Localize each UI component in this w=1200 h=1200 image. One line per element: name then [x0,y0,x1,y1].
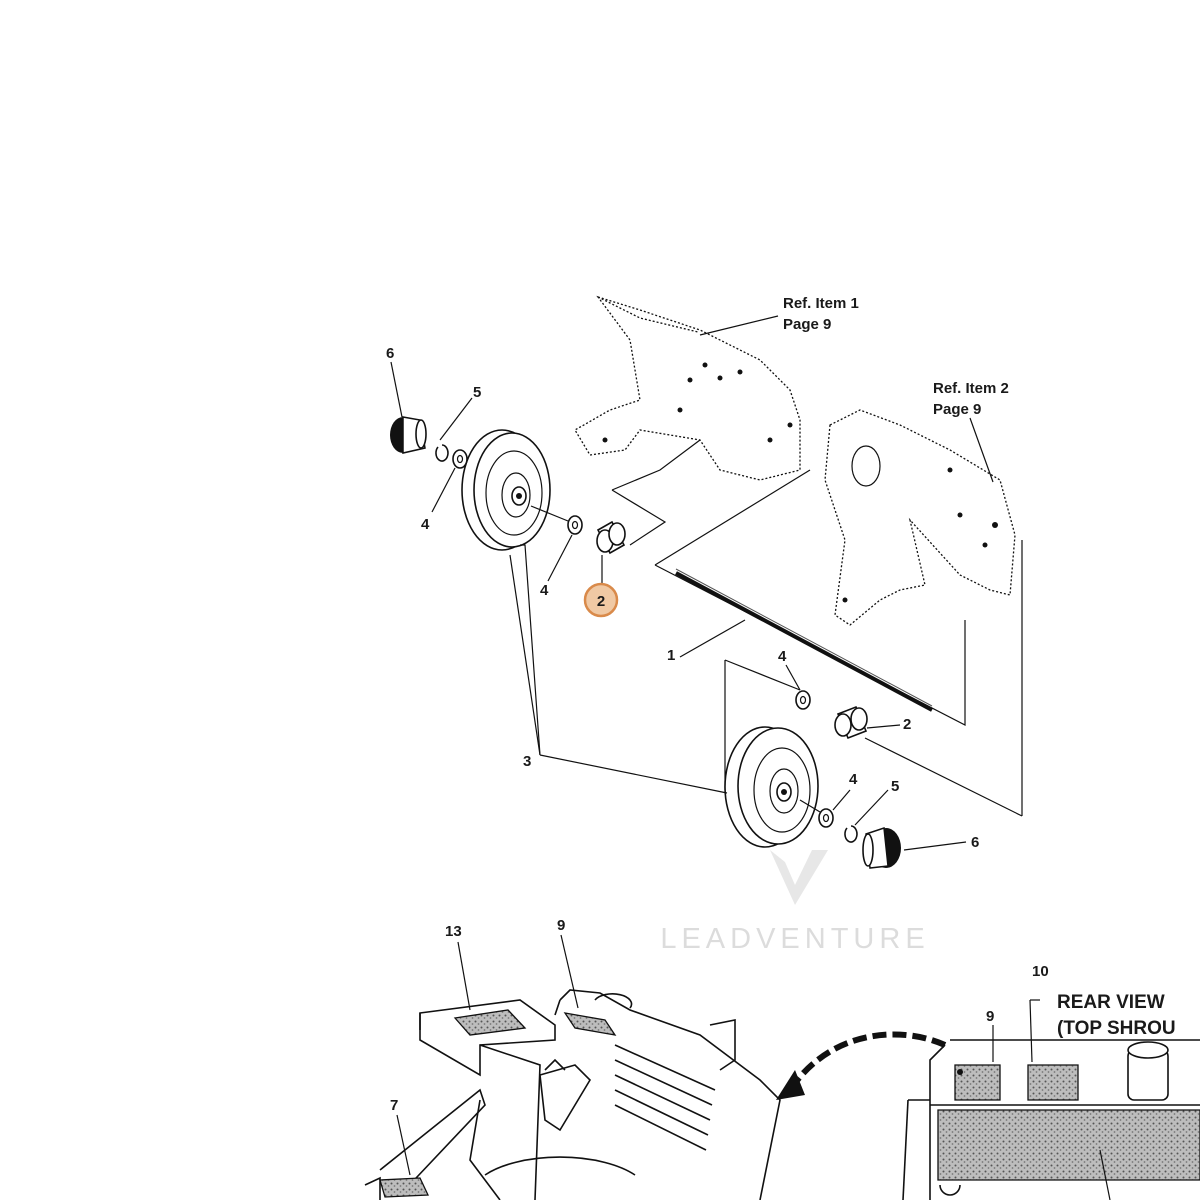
view-arrow [776,1031,947,1100]
ref-item-2-page: Page 9 [933,401,981,418]
callout-9-rear[interactable]: 9 [986,1008,994,1025]
frame-bracket-ref-item-2 [824,409,1016,626]
wheel-lower [724,726,819,848]
bushing-upper [596,520,626,555]
hubcap-upper [390,416,427,454]
rear-view-title: REAR VIEW [1057,992,1165,1013]
callout-7[interactable]: 7 [390,1097,398,1114]
callout-9-body[interactable]: 9 [557,917,565,934]
callout-10[interactable]: 10 [1032,963,1049,980]
rear-view-subtitle: (TOP SHROU [1057,1018,1176,1039]
frame-bracket-ref-item-1 [574,295,801,481]
highlight-marker [583,582,619,618]
washer-upper-inner [567,515,583,535]
hubcap-lower [862,826,901,869]
clip-upper [435,444,449,462]
clip-lower [844,825,858,843]
wheel-upper [461,429,551,551]
ref-item-2-label: Ref. Item 2 [933,380,1009,397]
watermark-logo [770,850,828,905]
callout-13[interactable]: 13 [445,923,462,940]
ref-item-1-label: Ref. Item 1 [783,295,859,312]
callout-4-lower-outer[interactable]: 4 [849,771,858,788]
body-vents [614,1044,716,1151]
washer-lower-inner [795,690,811,710]
rear-view-shroud [902,1039,1200,1200]
callout-3-wheel[interactable]: 3 [523,753,531,770]
callout-4-upper-outer[interactable]: 4 [421,516,430,533]
callout-4-lower-inner[interactable]: 4 [778,648,787,665]
axle-rod [675,568,933,712]
callout-2-highlighted-label: 2 [597,593,605,610]
bushing-lower [834,705,868,740]
callout-6-lower[interactable]: 6 [971,834,979,851]
machine-body [364,989,781,1200]
watermark-text: LEADVENTURE [660,923,929,955]
callout-2-lower[interactable]: 2 [903,716,911,733]
callout-1-axle[interactable]: 1 [667,647,675,664]
washer-upper-outer [452,449,468,469]
callout-2-highlighted[interactable]: 2 [583,582,619,618]
callout-4-upper-inner[interactable]: 4 [540,582,549,599]
callout-5-lower[interactable]: 5 [891,778,899,795]
washer-lower-outer [818,808,834,828]
callout-6-upper[interactable]: 6 [386,345,394,362]
callout-5-upper[interactable]: 5 [473,384,481,401]
ref-item-1-page: Page 9 [783,316,831,333]
